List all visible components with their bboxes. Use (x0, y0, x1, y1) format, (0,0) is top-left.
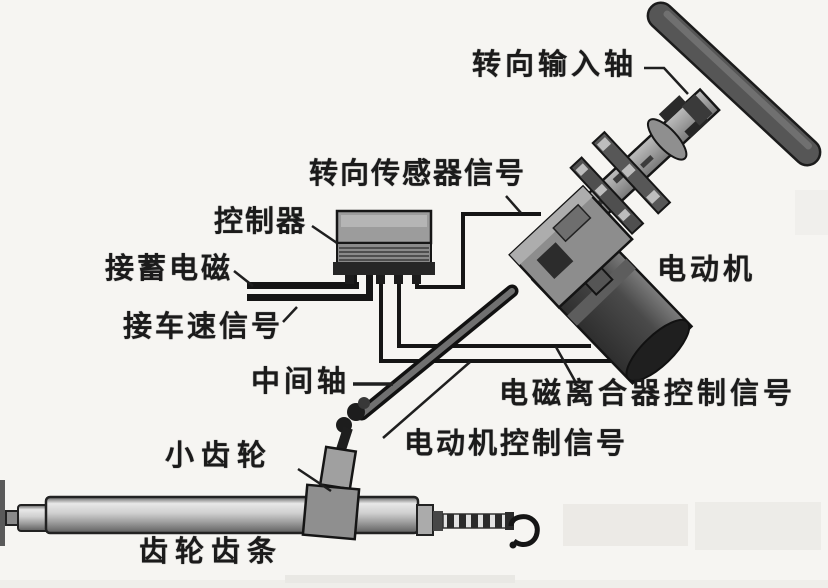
label-leader-lines (233, 66, 689, 493)
column-clamp-brackets (569, 130, 672, 236)
label-intermediate-shaft: 中间轴 (251, 364, 351, 398)
steering-wheel (646, 1, 822, 167)
label-motor: 电动机 (657, 252, 757, 286)
leader-pinion (297, 467, 332, 493)
leader-speed-signal (282, 306, 298, 323)
label-vehicle-speed-signal: 接车速信号 (123, 309, 284, 343)
intermediate-shaft (332, 284, 519, 464)
label-pinion: 小齿轮 (165, 438, 274, 472)
label-steering-input-shaft: 转向输入轴 (472, 47, 638, 81)
leader-sensor-signal (505, 195, 522, 214)
leader-steering-input-shaft (644, 66, 689, 95)
tie-rod-end (416, 504, 540, 549)
leader-motor-signal (382, 361, 471, 439)
label-clutch-control-signal: 电磁离合器控制信号 (499, 376, 797, 410)
label-battery-connection: 接蓄电磁 (105, 251, 234, 285)
controller-box (333, 209, 435, 284)
leader-battery (233, 270, 254, 287)
battery-wires (247, 272, 373, 301)
label-steering-sensor-signal: 转向传感器信号 (309, 156, 527, 190)
leader-controller (311, 224, 338, 245)
label-controller: 控制器 (214, 204, 308, 238)
clutch-sensor-housing (508, 184, 634, 310)
wheel-hub-bracket (658, 94, 713, 139)
control-wires (247, 212, 627, 363)
motor-control-wire (379, 274, 627, 363)
clutch-control-wire (397, 274, 591, 348)
label-motor-control-signal: 电动机控制信号 (404, 426, 629, 460)
pinion-housing (301, 445, 361, 541)
label-rack-and-pinion: 齿轮齿条 (139, 534, 284, 568)
scan-artifacts (0, 190, 828, 588)
leader-clutch-signal (554, 346, 577, 382)
